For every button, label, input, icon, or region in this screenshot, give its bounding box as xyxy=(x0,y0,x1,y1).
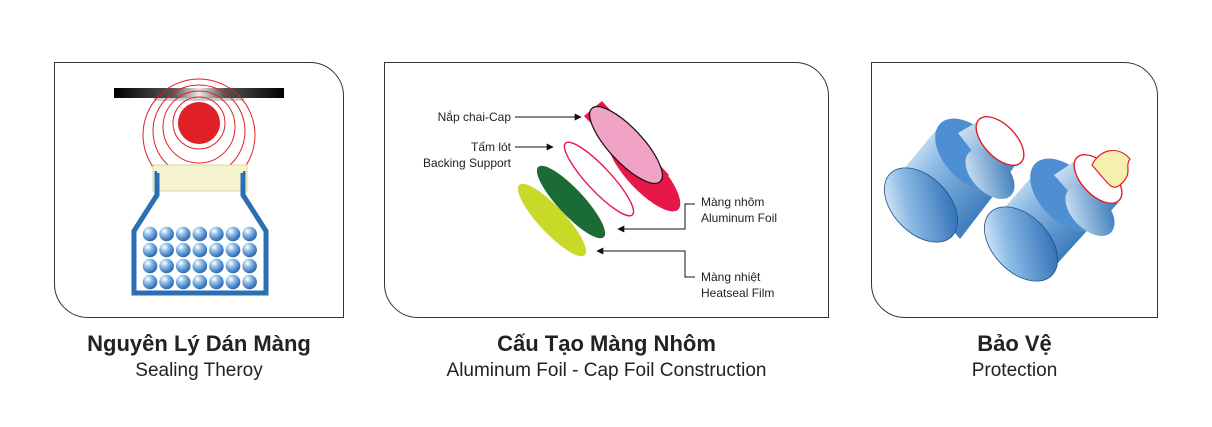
protection-caption: Bảo Vệ Protection xyxy=(871,330,1158,384)
sealing-diagram xyxy=(114,78,284,296)
molecule-ball xyxy=(225,258,241,274)
molecule-ball xyxy=(192,226,208,242)
sealing-caption: Nguyên Lý Dán Màng Sealing Theroy xyxy=(54,330,344,384)
molecule-ball xyxy=(242,242,257,258)
heatseal-label-en: Heatseal Film xyxy=(701,286,774,300)
bottle-cap-icon xyxy=(584,101,681,212)
molecule-ball xyxy=(242,226,257,242)
bottle-icon xyxy=(983,149,1131,282)
molecule-ball xyxy=(159,242,174,258)
heatseal-label-vi: Màng nhiệt xyxy=(701,270,761,284)
sealing-theory-panel xyxy=(54,62,344,318)
molecule-ball xyxy=(192,242,208,258)
foil-label-vi: Màng nhôm xyxy=(701,195,764,209)
molecule-ball xyxy=(209,242,224,258)
molecule-ball xyxy=(159,226,174,242)
backing-label-en: Backing Support xyxy=(423,156,512,170)
backing-support-layer xyxy=(563,141,635,217)
molecule-ball xyxy=(242,274,257,290)
protection-panel xyxy=(871,62,1158,318)
molecule-ball xyxy=(142,274,158,290)
sealing-title: Nguyên Lý Dán Màng xyxy=(87,331,311,356)
sealing-subtitle: Sealing Theroy xyxy=(135,360,263,381)
protection-title: Bảo Vệ xyxy=(977,331,1052,356)
induction-heat-spot xyxy=(178,102,220,144)
molecule-ball xyxy=(175,226,191,242)
heatseal-pointer xyxy=(596,247,695,278)
bottle-icon xyxy=(131,164,269,296)
molecule-ball xyxy=(225,274,241,290)
molecule-ball xyxy=(209,258,224,274)
heatseal-film-layer xyxy=(517,183,587,257)
molecule-ball xyxy=(159,274,174,290)
construction-caption: Cấu Tạo Màng Nhôm Aluminum Foil - Cap Fo… xyxy=(384,330,829,384)
protection-subtitle: Protection xyxy=(971,360,1058,381)
molecule-ball xyxy=(159,258,174,274)
molecule-ball xyxy=(192,274,208,290)
molecule-ball xyxy=(142,258,158,274)
molecule-ball xyxy=(142,242,158,258)
construction-panel: Nắp chai-Cap Tấm lót Backing Support Màn… xyxy=(384,62,829,318)
bottle-icon xyxy=(883,116,1025,243)
molecule-ball xyxy=(225,242,241,258)
molecule-ball xyxy=(209,274,224,290)
peeled-foil-icon xyxy=(1091,149,1131,188)
protection-diagram xyxy=(883,116,1131,282)
construction-diagram: Nắp chai-Cap Tấm lót Backing Support Màn… xyxy=(423,101,777,300)
molecule-balls-icon xyxy=(142,226,257,290)
molecule-ball xyxy=(175,242,191,258)
molecule-ball xyxy=(192,258,208,274)
foil-label-en: Aluminum Foil xyxy=(701,211,777,225)
molecule-ball xyxy=(175,274,191,290)
molecule-ball xyxy=(175,258,191,274)
molecule-ball xyxy=(209,226,224,242)
aluminum-foil-layer xyxy=(536,165,606,239)
construction-title: Cấu Tạo Màng Nhôm xyxy=(497,331,716,356)
foil-pointer xyxy=(617,203,695,233)
molecule-ball xyxy=(242,258,257,274)
backing-label-vi: Tấm lót xyxy=(471,140,512,154)
molecule-ball xyxy=(225,226,241,242)
construction-subtitle: Aluminum Foil - Cap Foil Construction xyxy=(446,360,767,381)
molecule-ball xyxy=(142,226,158,242)
cap-label: Nắp chai-Cap xyxy=(438,109,512,124)
